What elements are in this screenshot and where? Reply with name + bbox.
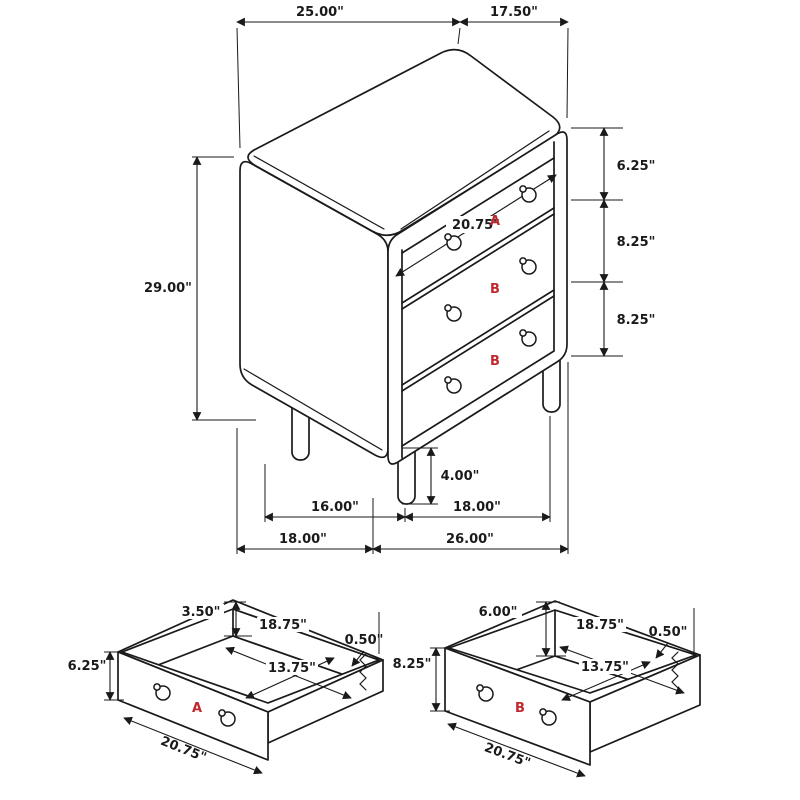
dim-base: 18.00" 26.00" bbox=[236, 362, 569, 554]
dim-bottom-drawer-height-text: 8.25" bbox=[617, 313, 656, 328]
knob bbox=[519, 185, 537, 203]
dim-b-front-height-text: 8.25" bbox=[393, 657, 432, 672]
knob bbox=[519, 329, 537, 347]
dim-a-wall-thickness-text: 0.50" bbox=[345, 633, 384, 648]
drawer-a-label: A bbox=[490, 214, 500, 229]
dim-b-interior-ftb-text: 13.75" bbox=[581, 660, 629, 675]
dim-leg-spacing-front-text: 18.00" bbox=[453, 500, 501, 515]
dim-base-depth-text: 18.00" bbox=[279, 532, 327, 547]
knob bbox=[444, 376, 462, 394]
dim-b-wall-thickness-text: 0.50" bbox=[649, 625, 688, 640]
dim-a-interior-ftb-text: 13.75" bbox=[268, 661, 316, 676]
knob bbox=[153, 683, 171, 701]
dim-a-outer-width-text: 20.75" bbox=[158, 734, 208, 766]
dim-leg-spacing-side-text: 16.00" bbox=[311, 500, 359, 515]
dim-base-width-text: 26.00" bbox=[446, 532, 494, 547]
drawer-b2-label: B bbox=[490, 354, 500, 369]
dim-b-outer-width-text: 20.75" bbox=[482, 740, 532, 771]
dim-top-depth-text: 17.50" bbox=[490, 5, 538, 20]
dim-top-width-text: 25.00" bbox=[296, 5, 344, 20]
chest-knobs bbox=[444, 185, 537, 394]
divider-2b bbox=[401, 295, 555, 392]
knob bbox=[444, 233, 462, 251]
knob bbox=[444, 304, 462, 322]
dim-b-interior-width-text: 18.75" bbox=[576, 618, 624, 633]
drawer-a-detail: A 6.25" 3.50" 18.75" 0.50" 13.75" 20.75" bbox=[68, 599, 384, 775]
knob bbox=[519, 257, 537, 275]
dim-drawer-heights: 6.25" 8.25" 8.25" bbox=[571, 127, 656, 357]
drawer-a-dimensions: 6.25" 3.50" 18.75" 0.50" 13.75" 20.75" bbox=[68, 601, 384, 775]
dim-a-interior-width-text: 18.75" bbox=[259, 618, 307, 633]
drawer-b1-label: B bbox=[490, 282, 500, 297]
dim-top-width-depth: 25.00" 17.50" bbox=[236, 5, 569, 149]
dim-b-interior-depth-text: 6.00" bbox=[479, 605, 518, 620]
side-bottom-rail bbox=[243, 368, 383, 451]
divider-2a bbox=[401, 289, 555, 386]
drawer-b-detail-label: B bbox=[515, 701, 525, 716]
chest-isometric-view: 20.75" A B B 25.00" 17.50" 29.00" bbox=[144, 5, 655, 554]
dim-a-front-height-text: 6.25" bbox=[68, 659, 107, 674]
dim-front-width: 20.75" bbox=[395, 174, 557, 277]
dim-leg-height: 4.00" bbox=[402, 447, 480, 505]
dim-front-width-text: 20.75" bbox=[452, 218, 500, 233]
dim-leg-height-text: 4.00" bbox=[441, 469, 480, 484]
front-bottom-rail bbox=[401, 350, 555, 447]
dim-top-drawer-height-text: 6.25" bbox=[617, 159, 656, 174]
dim-overall-height: 29.00" bbox=[144, 156, 256, 421]
knob bbox=[476, 684, 494, 702]
dim-overall-height-text: 29.00" bbox=[144, 281, 192, 296]
dim-leg-spacing: 16.00" 18.00" bbox=[264, 416, 551, 522]
chest-side-face bbox=[239, 160, 389, 459]
dim-middle-drawer-height-text: 8.25" bbox=[617, 235, 656, 250]
chest-body bbox=[239, 48, 568, 465]
drawer-a-detail-label: A bbox=[192, 701, 202, 716]
drawer-b-detail: B 8.25" 6.00" 18.75" 0.50" 13.75" 20.75" bbox=[393, 600, 701, 778]
top-edge-round-left bbox=[253, 155, 385, 230]
dim-a-interior-depth-text: 3.50" bbox=[182, 605, 221, 620]
